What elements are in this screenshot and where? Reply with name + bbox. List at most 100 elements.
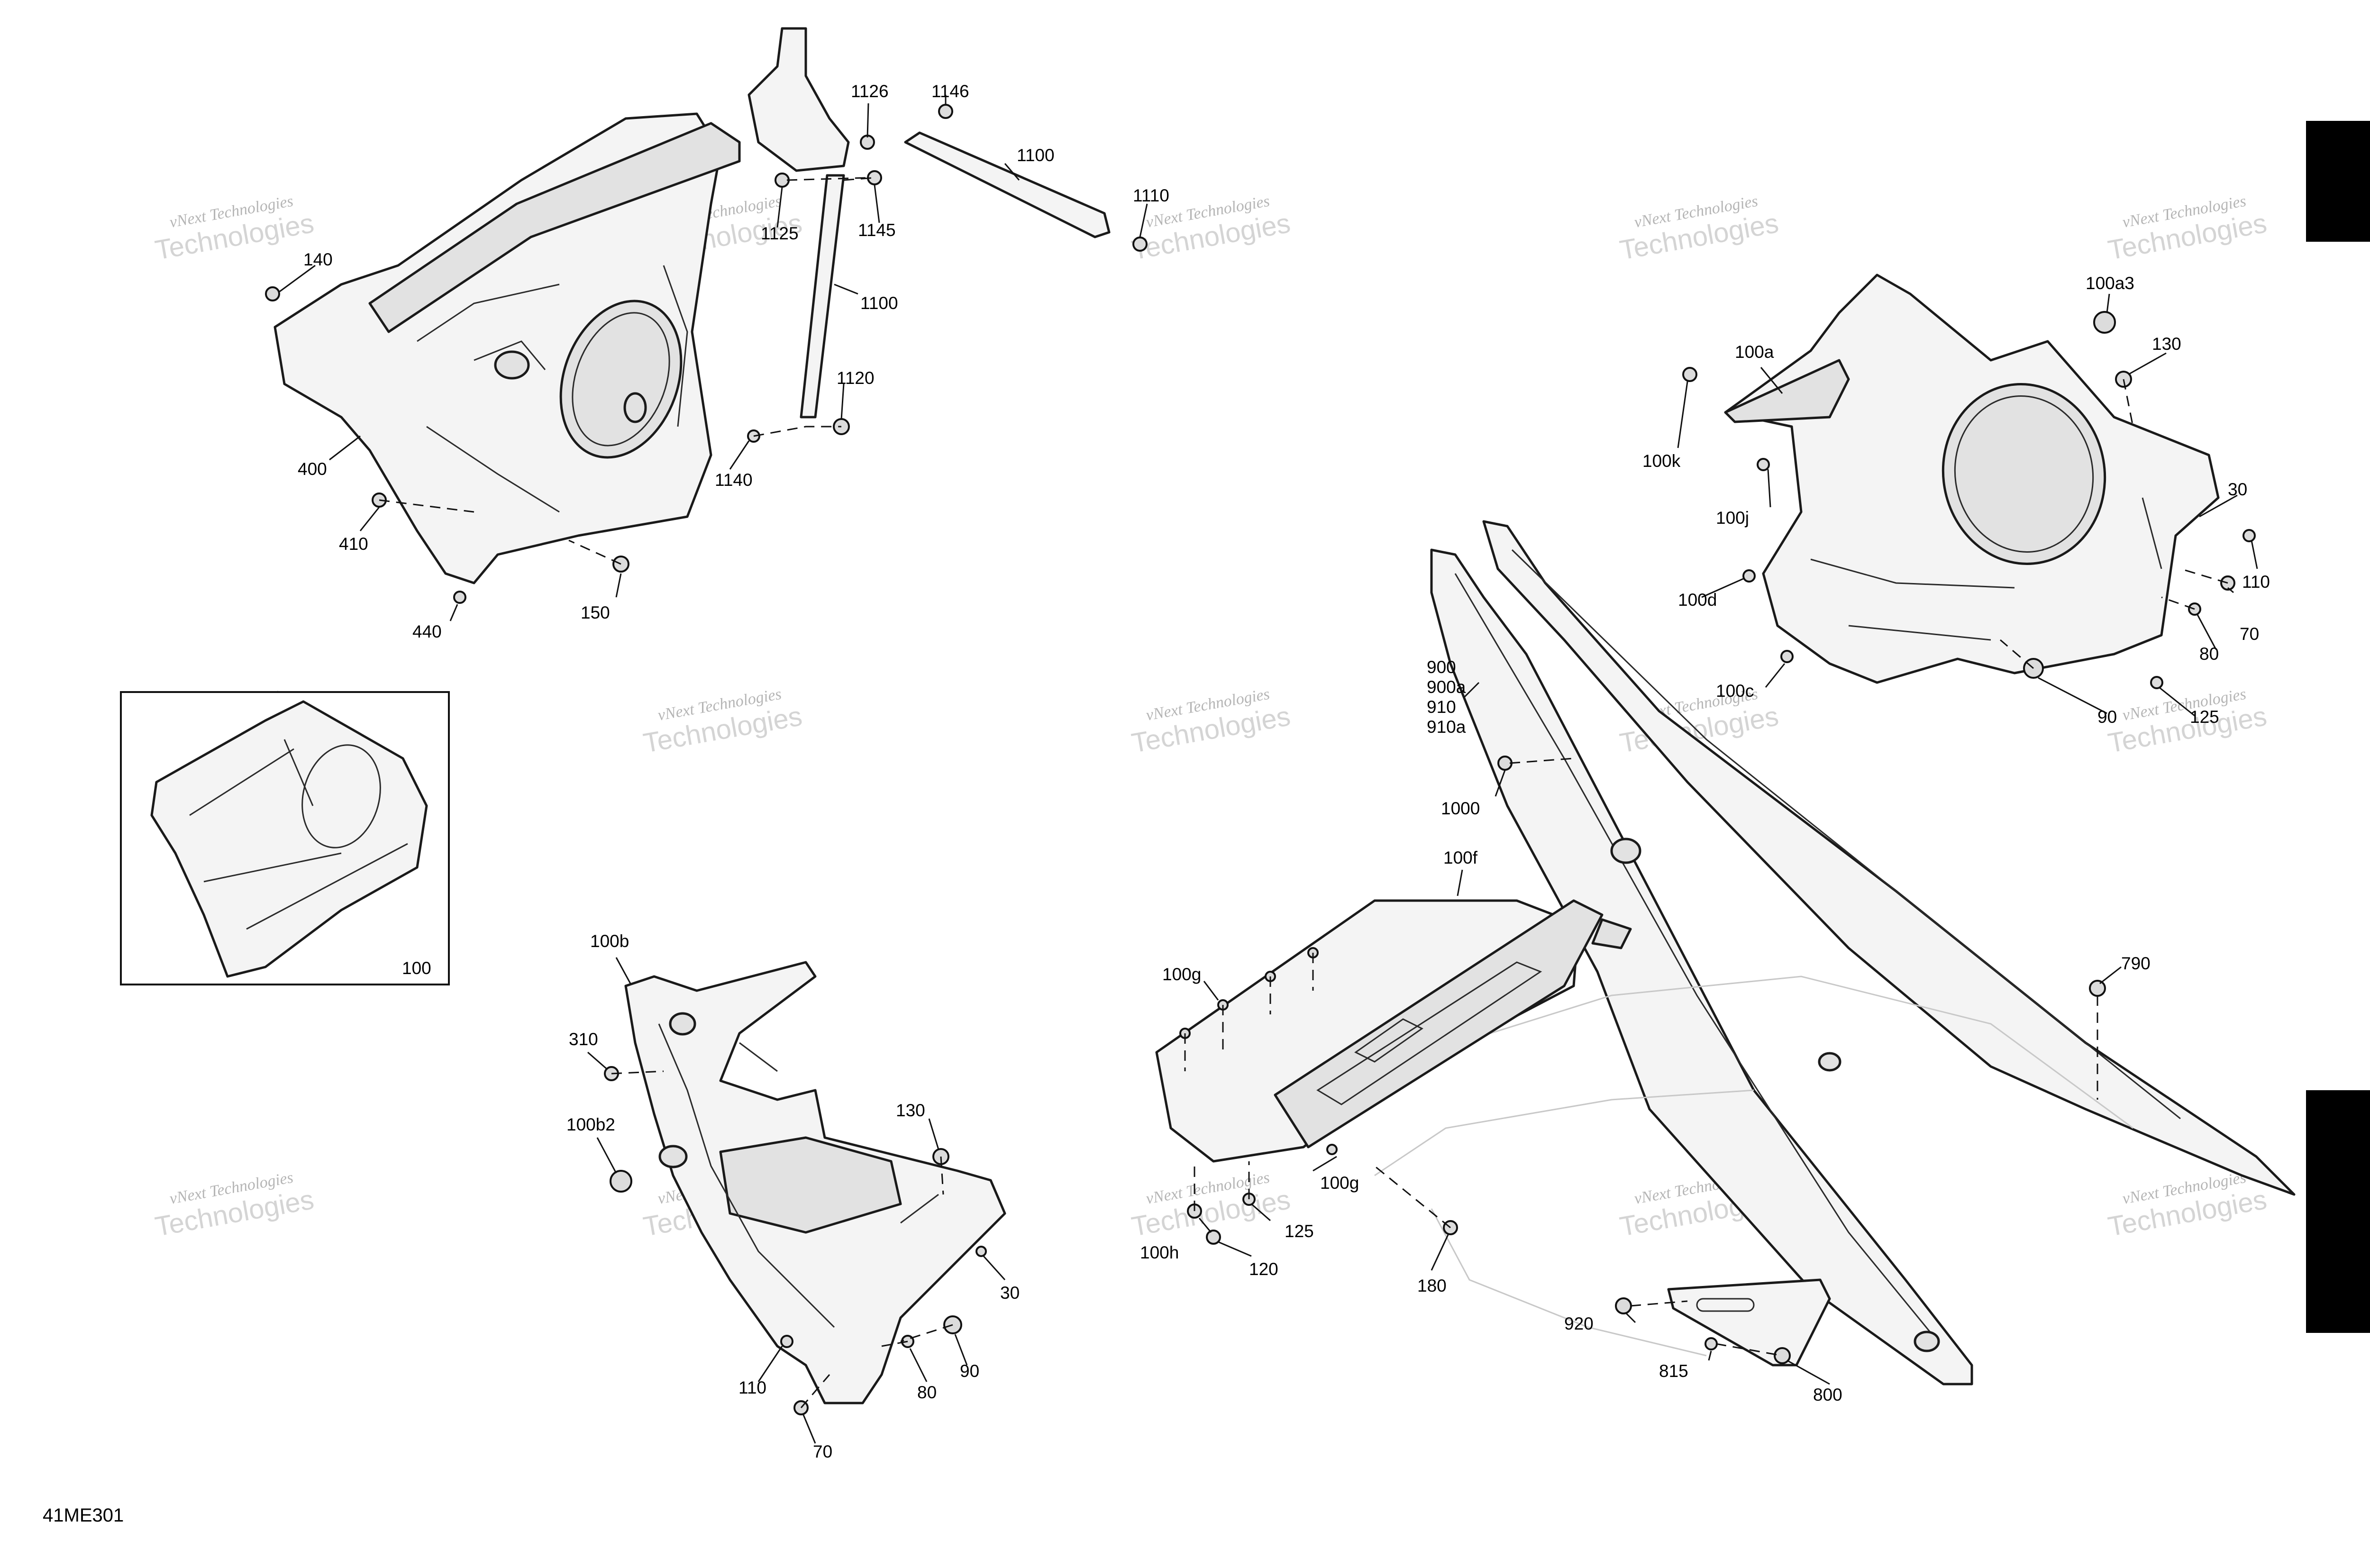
watermark: vNext Technologies Technologies bbox=[2106, 192, 2269, 266]
fastener-110 bbox=[780, 1335, 793, 1348]
plate-cutout bbox=[1316, 961, 1542, 1105]
frame-opening-inner bbox=[1954, 395, 2094, 553]
page-edge-tab-top bbox=[2306, 121, 2370, 242]
callout-label: 90 bbox=[2097, 707, 2117, 727]
watermark: vNext Technologies Technologies bbox=[153, 1169, 316, 1242]
fastener-1125 bbox=[775, 173, 790, 188]
front-frame-assembly bbox=[265, 27, 1148, 621]
callout-label: 400 bbox=[298, 459, 327, 479]
fastener-100a3 bbox=[2093, 311, 2116, 334]
fastener-120 bbox=[1206, 1230, 1221, 1245]
upper-crossmember bbox=[368, 122, 741, 333]
callout-label: 130 bbox=[2152, 334, 2181, 354]
fastener-100d bbox=[1742, 569, 1756, 583]
callout-label: 70 bbox=[813, 1442, 832, 1461]
frame-boss bbox=[494, 350, 530, 380]
callout-label: 900 bbox=[1427, 657, 1456, 677]
callout-label: 800 bbox=[1813, 1385, 1842, 1404]
page-edge-tab-bottom bbox=[2306, 1090, 2370, 1333]
callout-label: 1140 bbox=[715, 470, 753, 490]
callout-label: 1126 bbox=[851, 82, 889, 101]
callout-label: 1145 bbox=[858, 220, 896, 240]
callout-label: 440 bbox=[412, 622, 442, 641]
side-rail-910 bbox=[1482, 520, 2296, 1196]
fastener-100j bbox=[1757, 458, 1770, 471]
watermark: vNext Technologies Technologies bbox=[641, 685, 804, 759]
callout-label: 120 bbox=[1249, 1259, 1278, 1279]
callout-label: 80 bbox=[917, 1383, 937, 1402]
assembly-axis-line bbox=[1184, 953, 1451, 1229]
callout-label: 910 bbox=[1427, 697, 1456, 717]
fastener-140 bbox=[265, 286, 280, 301]
callout-label: 100b2 bbox=[566, 1115, 615, 1134]
callout-label: 100f bbox=[1443, 848, 1478, 867]
inset-label: 100 bbox=[402, 958, 431, 978]
callout-label: 920 bbox=[1564, 1314, 1594, 1333]
fastener-100c bbox=[1780, 650, 1794, 663]
pillar-boss bbox=[658, 1145, 688, 1168]
fastener-1110 bbox=[1132, 237, 1148, 252]
assembly-axis-line bbox=[379, 499, 621, 565]
rear-frame-assembly bbox=[1677, 273, 2258, 717]
callout-label: 1125 bbox=[761, 224, 799, 243]
rail-boss bbox=[1818, 1052, 1841, 1072]
fastener-30 bbox=[975, 1246, 987, 1257]
leader-line bbox=[1198, 869, 1463, 1271]
inset-frame-drawing bbox=[150, 700, 428, 978]
inset-detail-lines bbox=[189, 739, 408, 930]
assembly-axis-line bbox=[753, 426, 841, 437]
callout-label: 790 bbox=[2121, 954, 2151, 973]
callout-label: 100a bbox=[1735, 342, 1774, 362]
fastener-1000 bbox=[1497, 756, 1513, 771]
fastener-1146 bbox=[938, 104, 953, 119]
fastener-1126 bbox=[860, 135, 875, 150]
rail-boss bbox=[1610, 838, 1641, 864]
assembly-axis-line bbox=[2000, 379, 2228, 669]
callout-label: 80 bbox=[2199, 644, 2219, 664]
callout-label: 310 bbox=[569, 1030, 598, 1049]
callout-label: 1100 bbox=[1017, 146, 1055, 165]
callout-label: 1100 bbox=[860, 293, 898, 313]
callout-label: 180 bbox=[1417, 1276, 1447, 1295]
callout-label: 100c bbox=[1716, 681, 1754, 701]
frame-detail-lines bbox=[1810, 497, 2162, 641]
callout-label: 140 bbox=[303, 250, 333, 269]
callout-label: 100k bbox=[1642, 451, 1681, 471]
fastener-125 bbox=[2150, 676, 2163, 689]
callout-label: 100j bbox=[1716, 508, 1749, 528]
callout-group-side-rail: 900 900a 910 910a 1000 790 920 815 800 bbox=[1427, 657, 2151, 1404]
link-plate-slot bbox=[1696, 1298, 1755, 1312]
callout-label: 1120 bbox=[837, 368, 875, 388]
pillar-detail-lines bbox=[658, 1023, 939, 1328]
plate-side-rail bbox=[1274, 899, 1604, 1149]
frame-boss bbox=[623, 392, 647, 423]
callout-label: 90 bbox=[960, 1361, 979, 1381]
plate-cutout bbox=[1354, 1018, 1423, 1063]
callout-label: 100a3 bbox=[2086, 273, 2134, 293]
callout-label: 70 bbox=[2240, 624, 2259, 644]
callout-label: 110 bbox=[738, 1378, 766, 1397]
callout-label: 900a bbox=[1427, 677, 1466, 697]
callout-label: 125 bbox=[1285, 1222, 1314, 1241]
fastener-815 bbox=[1705, 1337, 1718, 1350]
rail-boss bbox=[1914, 1331, 1940, 1352]
assembly-axis-line bbox=[611, 1070, 953, 1408]
callout-label: 30 bbox=[2228, 480, 2247, 499]
side-rail-assembly bbox=[1374, 520, 2296, 1386]
callout-label: 130 bbox=[896, 1101, 925, 1120]
support-rod-1100-vertical bbox=[800, 174, 845, 419]
callout-group-rear-frame: 100a3 100a 130 100k 100j 30 110 100d 70 … bbox=[1642, 273, 2270, 727]
callout-label: 815 bbox=[1659, 1361, 1688, 1381]
callout-label: 110 bbox=[2242, 572, 2270, 592]
fastener-800 bbox=[1774, 1347, 1791, 1364]
watermark: vNext Technologies Technologies bbox=[1129, 685, 1293, 759]
fastener-100k bbox=[1682, 367, 1697, 382]
leader-line bbox=[1677, 293, 2258, 717]
leader-line bbox=[1464, 682, 2122, 1385]
assembly-axis-line bbox=[786, 177, 875, 181]
plate-tab bbox=[1591, 918, 1632, 949]
callout-label: 30 bbox=[1000, 1283, 1020, 1303]
callout-group-side-pillar: 100b 310 100b2 130 30 110 80 90 70 bbox=[566, 931, 1020, 1461]
fastener-920 bbox=[1615, 1297, 1632, 1314]
